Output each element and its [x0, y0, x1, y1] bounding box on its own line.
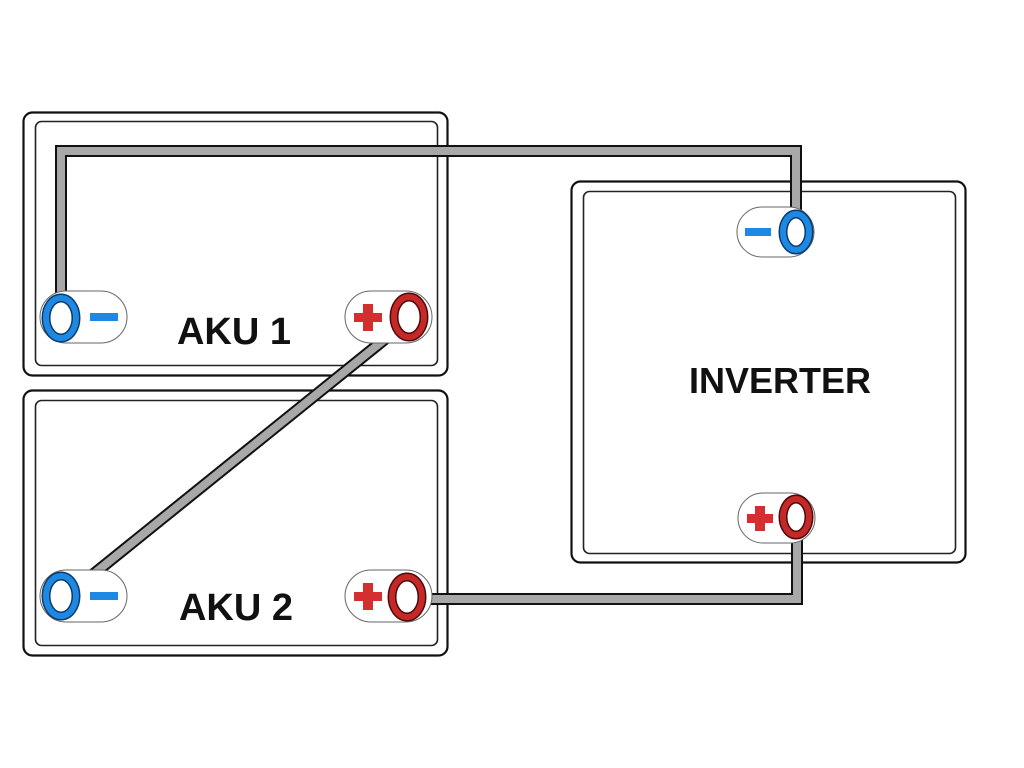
- cable-b1pos-b2neg: [67, 323, 403, 597]
- terminal-ring-icon: [389, 574, 425, 620]
- minus-icon: [745, 228, 771, 236]
- cables: [55, 145, 803, 605]
- battery-2-label: AKU 2: [179, 587, 293, 629]
- terminal-pod: [39, 569, 128, 623]
- terminal-ring-icon: [43, 573, 79, 619]
- inverter-label: INVERTER: [689, 360, 871, 401]
- battery-1-label: AKU 1: [177, 311, 291, 353]
- battery-2-negative-terminal[interactable]: [39, 569, 128, 623]
- terminal-pod: [39, 290, 128, 344]
- terminal-ring-icon: [780, 496, 812, 538]
- battery-1: [22, 111, 449, 377]
- terminal-ring-icon: [780, 211, 812, 253]
- inverter-negative-terminal[interactable]: [736, 206, 815, 258]
- plus-icon-v: [363, 583, 373, 610]
- battery-1-positive-terminal[interactable]: [344, 290, 433, 344]
- battery-1-negative-terminal[interactable]: [39, 290, 128, 344]
- battery-2-inner-frame: [34, 399, 439, 647]
- minus-icon: [90, 313, 118, 321]
- inverter: [570, 180, 967, 564]
- minus-icon: [90, 592, 118, 600]
- terminal-ring-icon: [391, 294, 427, 340]
- cable-b2pos-inverter: [420, 530, 801, 603]
- inverter-inner-frame: [582, 190, 957, 555]
- inverter-positive-terminal[interactable]: [737, 492, 816, 544]
- cable-b1neg-inverter: [57, 147, 800, 300]
- terminal-pod: [736, 206, 815, 258]
- battery-2: [22, 389, 449, 657]
- plus-icon-v: [363, 304, 373, 331]
- plus-icon-v: [755, 506, 765, 531]
- battery-2-positive-terminal[interactable]: [344, 569, 433, 623]
- terminal-ring-icon: [43, 295, 79, 341]
- battery-1-inner-frame: [34, 120, 439, 367]
